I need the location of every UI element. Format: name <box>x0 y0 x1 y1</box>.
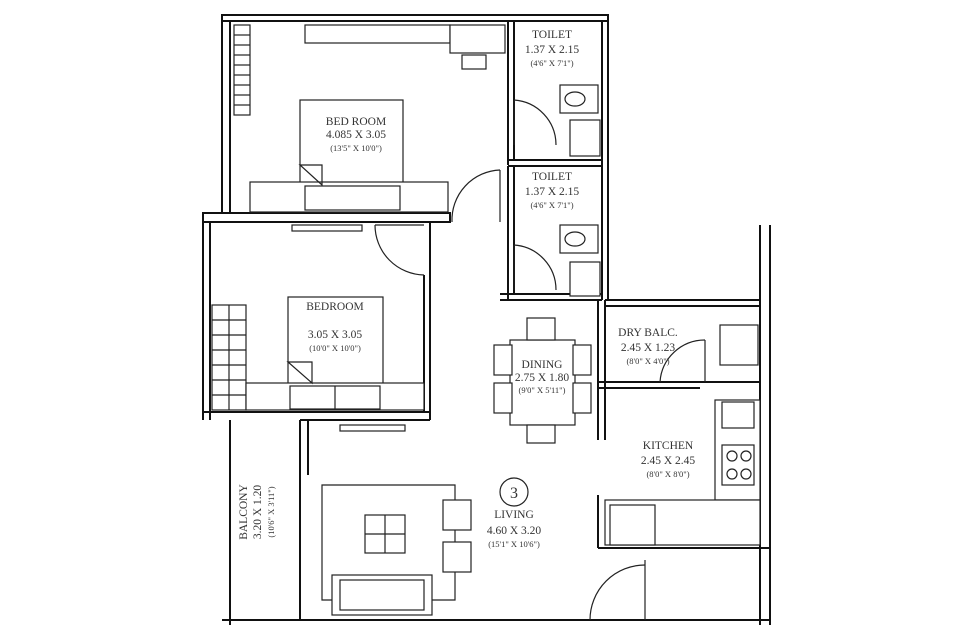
room-size-metric: 2.45 X 1.23 <box>621 342 676 354</box>
toilet-fixtures <box>559 84 601 297</box>
label-kitchen: KITCHEN 2.45 X 2.45 (8'0" X 8'0") <box>641 440 696 479</box>
room-size-metric: 3.05 X 3.05 <box>308 329 363 341</box>
room-name: TOILET <box>532 29 572 41</box>
room-size-imperial: (8'0" X 8'0") <box>646 469 689 479</box>
label-dining: DINING 2.75 X 1.80 (9'0" X 5'11") <box>515 359 570 395</box>
room-name: TOILET <box>532 171 572 183</box>
room-name: BALCONY <box>238 484 250 540</box>
bed-1 <box>249 99 449 213</box>
wardrobe-bedroom2 <box>211 304 247 411</box>
label-toilet2: TOILET 1.37 X 2.15 (4'6" X 7'1") <box>525 171 580 210</box>
room-size-imperial: (9'0" X 5'11") <box>519 385 566 395</box>
label-bedroom1: BED ROOM 4.085 X 3.05 (13'5" X 10'0") <box>326 116 386 153</box>
dining-table <box>493 317 592 444</box>
unit-number: 3 <box>510 485 518 502</box>
room-size-imperial: (4'6" X 7'1") <box>530 58 573 68</box>
label-bedroom2: BEDROOM 3.05 X 3.05 (10'0" X 10'0") <box>306 301 364 353</box>
room-name: DRY BALC. <box>618 327 678 339</box>
living-furniture <box>321 477 529 616</box>
room-size-imperial: (8'0" X 4'0") <box>626 356 669 366</box>
room-size-metric: 4.60 X 3.20 <box>487 525 542 537</box>
desk <box>304 24 506 70</box>
wardrobe-bedroom1 <box>233 24 251 116</box>
room-size-metric: 2.75 X 1.80 <box>515 372 570 384</box>
label-balcony: BALCONY 3.20 X 1.20 (10'6" X 3'11") <box>238 484 276 540</box>
label-toilet1: TOILET 1.37 X 2.15 (4'6" X 7'1") <box>525 29 580 68</box>
room-name: DINING <box>522 359 563 371</box>
room-size-imperial: (15'1" X 10'6") <box>488 539 540 549</box>
label-dry-balcony: DRY BALC. 2.45 X 1.23 (8'0" X 4'0") <box>618 327 678 366</box>
room-size-metric: 4.085 X 3.05 <box>326 129 386 141</box>
label-living: 3 LIVING 4.60 X 3.20 (15'1" X 10'6") <box>487 485 542 549</box>
room-name: KITCHEN <box>643 440 694 452</box>
room-size-imperial: (13'5" X 10'0") <box>330 143 382 153</box>
room-size-metric: 1.37 X 2.15 <box>525 186 580 198</box>
room-name: LIVING <box>494 509 534 521</box>
room-size-metric: 3.20 X 1.20 <box>252 485 264 540</box>
room-size-imperial: (4'6" X 7'1") <box>530 200 573 210</box>
room-name: BEDROOM <box>306 301 364 313</box>
room-size-imperial: (10'0" X 10'0") <box>309 343 361 353</box>
doors <box>374 99 706 621</box>
bed-2 <box>245 224 425 432</box>
room-name: BED ROOM <box>326 116 386 128</box>
room-size-imperial: (10'6" X 3'11") <box>266 486 276 537</box>
kitchen-counter <box>604 324 761 546</box>
room-size-metric: 2.45 X 2.45 <box>641 455 696 467</box>
room-size-metric: 1.37 X 2.15 <box>525 44 580 56</box>
